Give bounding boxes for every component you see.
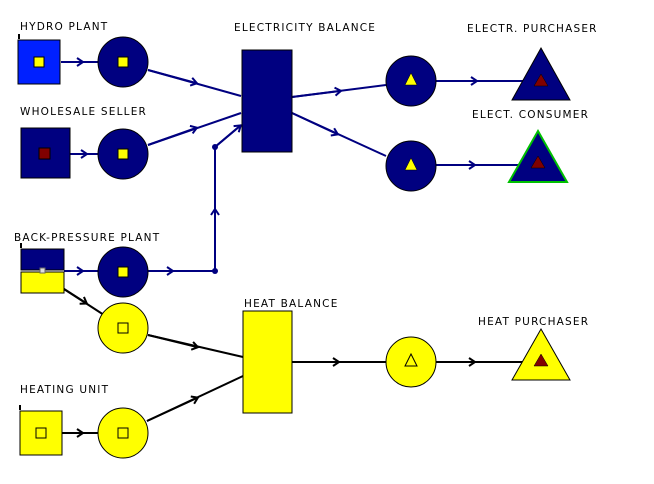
wholesale-node[interactable] <box>97 128 149 180</box>
electr-purchaser-node[interactable] <box>385 55 437 107</box>
connector-handle-icon[interactable] <box>39 267 46 274</box>
label-back-pressure-plant: BACK-PRESSURE PLANT <box>14 232 160 244</box>
label-heating-unit: HEATING UNIT <box>20 384 109 396</box>
label-electricity-balance: ELECTRICITY BALANCE <box>234 22 376 34</box>
label-hydro-plant: HYDRO PLANT <box>20 21 108 33</box>
elect-consumer-node[interactable] <box>385 140 437 192</box>
hydro-node[interactable] <box>97 36 149 88</box>
back-pressure-plant-source[interactable] <box>20 248 65 294</box>
junction-dot-lower <box>212 268 218 274</box>
electricity-balance-block[interactable] <box>241 49 293 153</box>
back-pressure-elec-node[interactable] <box>97 246 149 298</box>
heat-purchaser-node[interactable] <box>385 336 437 388</box>
label-electr-purchaser: ELECTR. PURCHASER <box>467 23 598 35</box>
junction-dot-upper <box>212 144 218 150</box>
heating-unit-source[interactable] <box>19 410 63 456</box>
label-elect-consumer: ELECT. CONSUMER <box>472 109 589 121</box>
label-heat-purchaser: HEAT PURCHASER <box>478 316 589 328</box>
label-heat-balance: HEAT BALANCE <box>244 298 339 310</box>
elect-consumer-sink[interactable] <box>507 128 569 183</box>
unit-marker-icon <box>35 427 47 439</box>
heating-unit-node[interactable] <box>97 407 149 459</box>
heat-connections <box>62 288 524 438</box>
electr-purchaser-sink[interactable] <box>511 46 571 101</box>
electricity-connections <box>61 57 526 276</box>
hydro-plant-source[interactable] <box>17 39 61 85</box>
unit-marker-icon <box>38 147 51 160</box>
heat-purchaser-sink[interactable] <box>511 327 571 381</box>
back-pressure-heat-node[interactable] <box>97 302 149 354</box>
source-tick <box>19 405 21 410</box>
edge-backpressure-node-balance[interactable] <box>148 124 242 272</box>
label-wholesale-seller: WHOLESALE SELLER <box>20 106 147 118</box>
source-tick <box>20 243 22 248</box>
unit-marker-icon <box>33 56 45 68</box>
heat-balance-block[interactable] <box>242 310 293 414</box>
source-tick <box>18 34 20 39</box>
wholesale-seller-source[interactable] <box>20 127 71 179</box>
